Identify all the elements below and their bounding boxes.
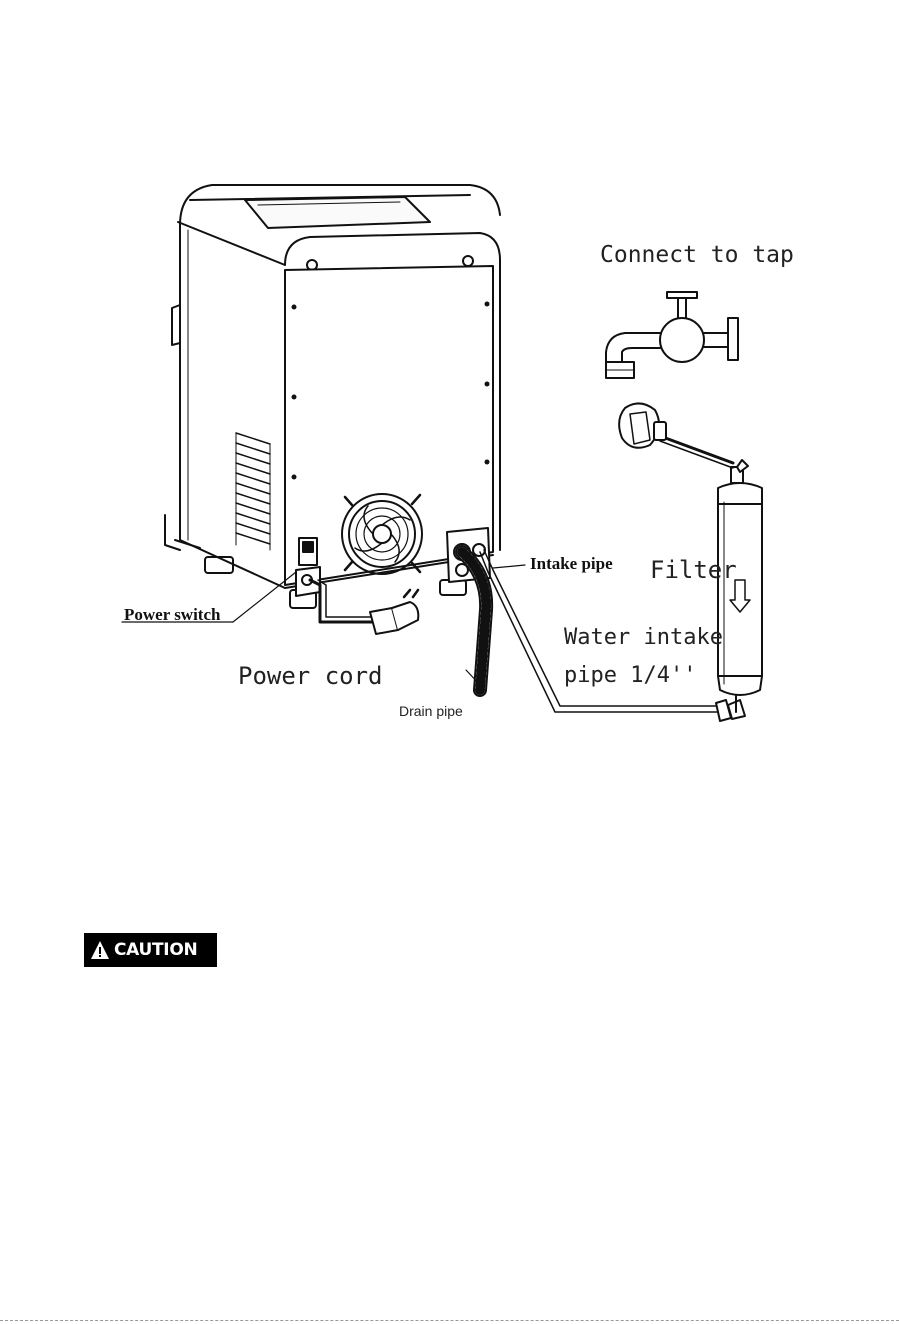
water-filter: [718, 460, 762, 712]
page-bottom-rule: [0, 1320, 899, 1321]
caution-badge: CAUTION: [84, 933, 217, 967]
caution-label: CAUTION: [114, 940, 197, 960]
warning-triangle-icon: [90, 940, 110, 960]
tap-connector: [619, 403, 733, 468]
label-drain-pipe: Drain pipe: [399, 703, 463, 719]
label-connect-to-tap: Connect to tap: [600, 242, 794, 268]
label-water-intake-line2: pipe 1/4'': [564, 663, 696, 688]
label-water-intake-line1: Water intake: [564, 625, 723, 650]
label-power-switch: Power switch: [124, 605, 221, 624]
ice-maker-cabinet: [165, 185, 500, 608]
installation-diagram: Connect to tap Intake pipe Filter Power …: [0, 0, 899, 760]
label-power-cord: Power cord: [238, 662, 383, 690]
power-cord: [310, 580, 418, 634]
tap-icon: [606, 292, 738, 378]
label-intake-pipe: Intake pipe: [530, 554, 613, 573]
label-filter: Filter: [650, 556, 737, 584]
